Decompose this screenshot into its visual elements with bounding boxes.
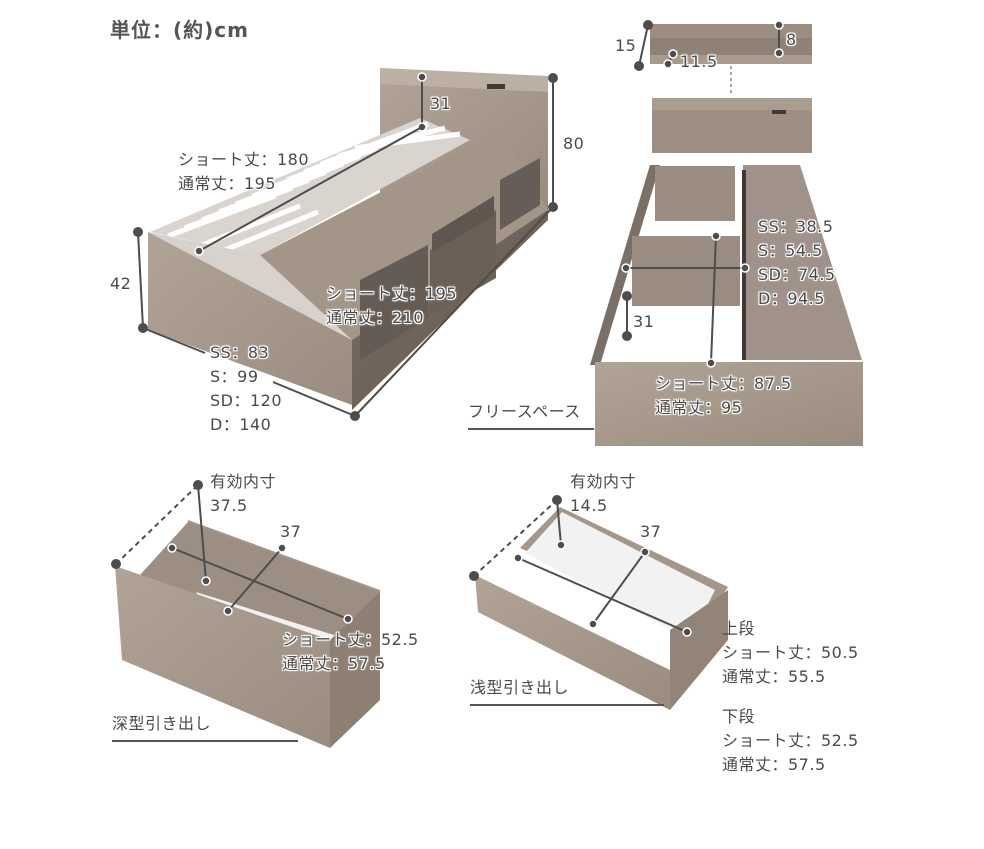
- headboard-height-label: 31: [430, 94, 452, 113]
- total-height-label: 80: [563, 134, 585, 153]
- bed-illustration: [148, 68, 548, 410]
- shallow-drawer-illustration: [475, 507, 728, 710]
- frame-length-label: ショート丈：195 通常丈：210: [326, 284, 458, 327]
- shelf-dimension-lines: [634, 20, 784, 71]
- shelf-height-label: 15: [615, 36, 637, 55]
- deep-drawer-length-label: ショート丈：52.5 通常丈：57.5: [282, 630, 419, 673]
- shelf-depth-label: 11.5: [680, 52, 718, 71]
- shelf-back-height-label: 8: [786, 30, 797, 49]
- shallow-drawer-width-label: 37: [640, 522, 662, 541]
- deep-drawer-dimension-lines: [111, 480, 353, 624]
- deep-drawer-illustration: [115, 520, 380, 748]
- free-space-caption: フリースペース: [468, 400, 594, 430]
- side-height-label: 42: [110, 274, 132, 293]
- shelf-illustration: [650, 24, 812, 96]
- shallow-drawer-inner-height-label: 有効内寸 14.5: [570, 472, 637, 515]
- shallow-drawer-dimension-lines: [469, 495, 692, 637]
- free-space-dimension-lines: [621, 231, 750, 368]
- shallow-drawer-upper-label: 上段 ショート丈：50.5 通常丈：55.5: [722, 619, 859, 686]
- free-space-length-label: ショート丈：87.5 通常丈：95: [655, 374, 792, 417]
- free-space-depth-label: 31: [633, 312, 655, 331]
- deep-drawer-width-label: 37: [280, 522, 302, 541]
- shallow-drawer-lower-label: 下段 ショート丈：52.5 通常丈：57.5: [722, 707, 859, 774]
- unit-label: 単位：(約)cm: [110, 18, 249, 42]
- bed-dimension-lines: [133, 72, 558, 421]
- deep-drawer-caption: 深型引き出し: [112, 712, 298, 742]
- shallow-drawer-caption: 浅型引き出し: [470, 676, 664, 706]
- slat-length-label: ショート丈：180 通常丈：195: [178, 150, 310, 193]
- bed-width-label: SS：83 S：99 SD：120 D：140: [210, 343, 283, 434]
- deep-drawer-inner-height-label: 有効内寸 37.5: [210, 472, 277, 515]
- free-space-width-label: SS：38.5 S：54.5 SD：74.5 D：94.5: [758, 217, 836, 308]
